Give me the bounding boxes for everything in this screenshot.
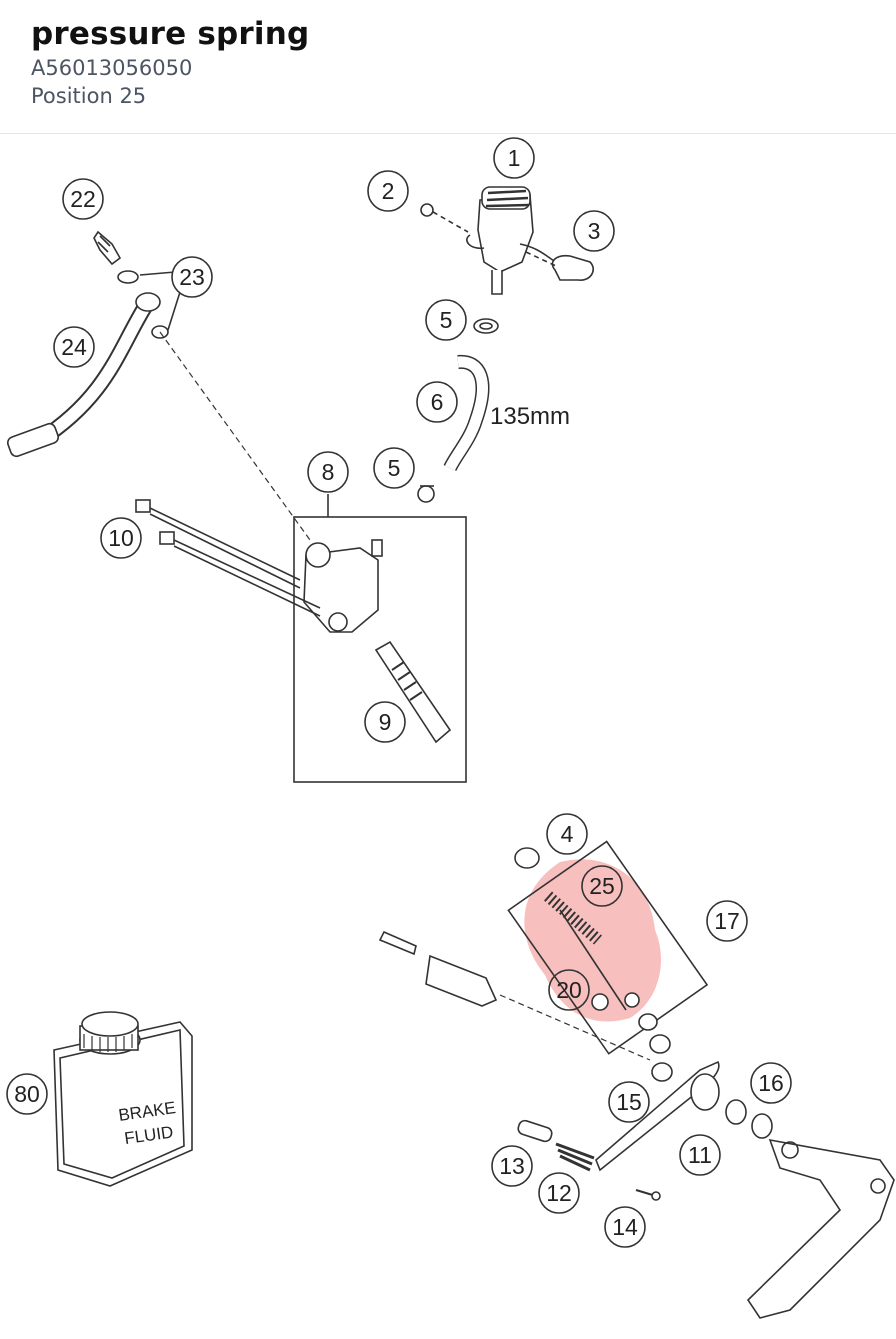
spring-part-12[interactable] — [555, 1142, 595, 1172]
master-cylinder-part-8[interactable] — [303, 539, 383, 633]
washer-part-15[interactable] — [638, 1013, 673, 1082]
screw-part-14[interactable] — [635, 1189, 661, 1201]
svg-text:24: 24 — [61, 334, 87, 360]
callout-17[interactable]: 17 — [706, 900, 748, 942]
bolt-part-10[interactable] — [135, 499, 321, 617]
callout-1[interactable]: 1 — [493, 137, 535, 179]
part-title: pressure spring — [31, 16, 310, 52]
svg-text:3: 3 — [588, 218, 601, 244]
clamp-part-5-lower[interactable] — [417, 485, 435, 503]
svg-text:12: 12 — [546, 1180, 572, 1206]
callout-5-upper[interactable]: 5 — [425, 299, 467, 341]
callout-23[interactable]: 23 — [171, 256, 213, 298]
spacer-part-16[interactable] — [725, 1099, 773, 1139]
cap-part-4[interactable] — [514, 847, 540, 869]
callout-14[interactable]: 14 — [604, 1206, 646, 1248]
svg-text:17: 17 — [714, 908, 740, 934]
brake-lever-part-11[interactable] — [595, 1060, 720, 1172]
callout-4[interactable]: 4 — [546, 813, 588, 855]
svg-text:5: 5 — [388, 455, 401, 481]
bracket-part-3[interactable] — [525, 251, 594, 281]
svg-text:1: 1 — [508, 145, 521, 171]
callout-3[interactable]: 3 — [573, 210, 615, 252]
hose-part-24[interactable] — [6, 292, 161, 458]
pushrod-part-20[interactable] — [559, 909, 640, 1011]
exploded-parts-diagram: 135mm BRAKE FLUID 1 2 3 22 23 5 24 6 5 8… — [0, 135, 896, 1335]
reservoir-part[interactable] — [466, 186, 557, 295]
callout-2[interactable]: 2 — [367, 170, 409, 212]
pin-bolt-part[interactable] — [378, 930, 417, 956]
callout-9[interactable]: 9 — [364, 701, 406, 743]
brake-fluid-bottle-part-80[interactable] — [53, 1011, 193, 1187]
callout-10[interactable]: 10 — [100, 517, 142, 559]
svg-text:14: 14 — [612, 1214, 638, 1240]
washer-part-23[interactable] — [117, 270, 181, 339]
part-position: Position 25 — [31, 84, 147, 108]
callout-11[interactable]: 11 — [679, 1134, 721, 1176]
svg-text:9: 9 — [379, 709, 392, 735]
piston-part-9[interactable] — [374, 640, 452, 744]
banjo-bolt-part-22[interactable] — [93, 230, 122, 266]
callout-20[interactable]: 20 — [548, 969, 590, 1011]
callout-24[interactable]: 24 — [53, 326, 95, 368]
svg-text:15: 15 — [616, 1089, 642, 1115]
kit-outline-part-17 — [507, 840, 709, 1055]
svg-text:6: 6 — [431, 389, 444, 415]
svg-text:8: 8 — [322, 459, 335, 485]
svg-text:2: 2 — [382, 178, 395, 204]
cylinder-body-part[interactable] — [425, 954, 651, 1061]
svg-text:22: 22 — [70, 186, 96, 212]
callout-6[interactable]: 6 — [416, 381, 458, 423]
svg-text:13: 13 — [499, 1153, 525, 1179]
clamp-part-5-upper[interactable] — [473, 318, 499, 334]
svg-text:11: 11 — [688, 1142, 712, 1168]
hose-part-6[interactable] — [443, 354, 490, 472]
pin-part-13[interactable] — [517, 1119, 554, 1143]
part-header: pressure spring A56013056050 Position 25 — [0, 0, 896, 134]
callout-25[interactable]: 25 — [581, 865, 623, 907]
svg-text:23: 23 — [179, 264, 205, 290]
callout-8[interactable]: 8 — [307, 451, 349, 493]
svg-text:20: 20 — [556, 977, 582, 1003]
svg-text:10: 10 — [108, 525, 134, 551]
footpeg-bracket-part[interactable] — [746, 1138, 895, 1319]
svg-text:5: 5 — [440, 307, 453, 333]
svg-text:80: 80 — [14, 1081, 40, 1107]
screw-part-2[interactable] — [420, 203, 469, 233]
callout-12[interactable]: 12 — [538, 1172, 580, 1214]
svg-text:16: 16 — [758, 1070, 784, 1096]
svg-text:25: 25 — [589, 873, 615, 899]
callout-5-lower[interactable]: 5 — [373, 447, 415, 489]
callout-13[interactable]: 13 — [491, 1145, 533, 1187]
callout-22[interactable]: 22 — [62, 178, 104, 220]
callout-16[interactable]: 16 — [750, 1062, 792, 1104]
kit-box-part-8 — [293, 516, 467, 783]
pressure-spring-part-25[interactable] — [544, 891, 602, 945]
callout-15[interactable]: 15 — [608, 1081, 650, 1123]
svg-text:4: 4 — [561, 821, 574, 847]
hose-length-label: 135mm — [490, 403, 570, 430]
part-number: A56013056050 — [31, 56, 193, 80]
callout-80[interactable]: 80 — [6, 1073, 48, 1115]
